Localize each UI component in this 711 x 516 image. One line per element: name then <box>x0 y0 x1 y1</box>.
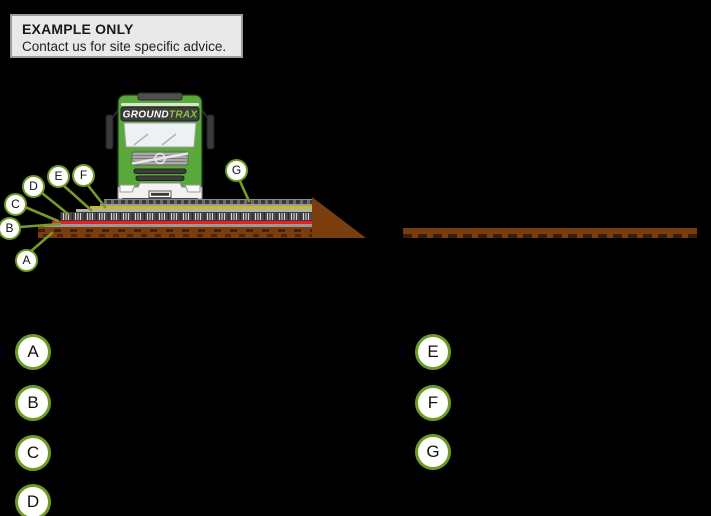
windscreen-wipers <box>133 133 177 146</box>
truck-brand-band <box>120 106 200 122</box>
truck-windscreen <box>123 122 197 148</box>
bare-ground-strip <box>403 228 697 238</box>
panel-mat-layer <box>60 211 312 221</box>
ground-ramp-wedge <box>312 197 366 238</box>
callout-badge-c: C <box>4 192 27 216</box>
legend-badge-f: F <box>415 385 451 421</box>
grille-diagonal-bar <box>131 152 189 165</box>
callout-badge-b: B <box>0 216 21 240</box>
license-plate-text-smudge <box>151 192 169 196</box>
truck-left-mirror <box>105 114 114 150</box>
left-headlight <box>119 184 136 193</box>
notice-title: EXAMPLE ONLY <box>22 21 134 37</box>
legend-badge-a: A <box>15 334 51 370</box>
legend-badge-c: C <box>15 435 51 471</box>
callout-badge-d: D <box>22 174 45 198</box>
truck-grille-emblem <box>154 152 166 165</box>
callout-badge-g: G <box>225 158 248 182</box>
brand-ground-text: GROUND <box>123 110 169 121</box>
gray-membrane-layer <box>44 223 312 227</box>
legend-badge-e: E <box>415 334 451 370</box>
right-headlight <box>184 184 201 193</box>
brand-trax-text: TRAX <box>169 110 198 121</box>
example-notice-box: EXAMPLE ONLY Contact us for site specifi… <box>10 14 243 58</box>
legend-badge-b: B <box>15 385 51 421</box>
brown-ground-layer <box>38 226 312 238</box>
notice-subtitle: Contact us for site specific advice. <box>22 39 227 54</box>
truck-right-mirror <box>206 114 215 150</box>
top-mat-layer <box>104 199 312 204</box>
gray-separator-layer <box>76 209 312 212</box>
callout-badge-a: A <box>15 248 38 272</box>
legend-badge-d: D <box>15 484 51 516</box>
yellow-membrane-layer <box>90 205 312 209</box>
thin-gray-top-line <box>100 204 312 206</box>
lower-grille-slat-2 <box>135 175 185 181</box>
legend-badge-g: G <box>415 434 451 470</box>
lower-grille-slat-1 <box>133 168 187 174</box>
red-mat-layer <box>52 220 312 224</box>
truck-roof-panel <box>137 92 183 101</box>
truck-brand-text: GROUNDTRAX <box>123 110 199 121</box>
truck-illustration: GROUNDTRAX <box>105 92 215 201</box>
callout-badge-f: F <box>72 163 95 187</box>
callout-badge-e: E <box>47 164 70 188</box>
